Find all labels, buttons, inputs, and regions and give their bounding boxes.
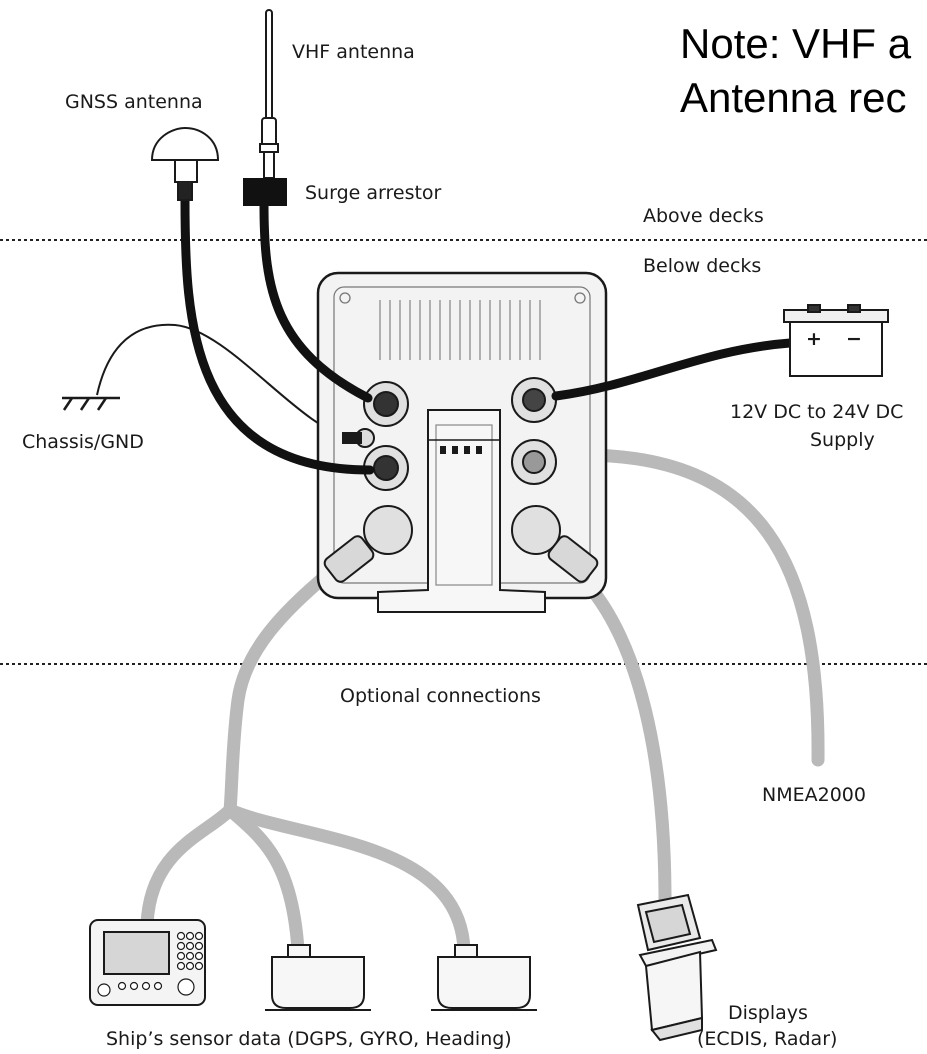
sensor-module-2 xyxy=(431,944,537,1011)
note-line-2: Antenna rec xyxy=(680,74,907,121)
battery xyxy=(783,304,889,377)
optional-cables xyxy=(140,448,825,957)
bracket-teeth xyxy=(440,446,482,454)
above-decks-label: Above decks xyxy=(643,205,764,227)
vhf-antenna xyxy=(259,9,279,179)
chassis-gnd-label: Chassis/GND xyxy=(22,431,144,453)
nmea2000-connector xyxy=(511,439,557,485)
mounting-bracket xyxy=(377,409,546,613)
ground-symbol xyxy=(62,396,120,411)
supply-label-line-1: 12V DC to 24V DC xyxy=(730,401,903,423)
note-line-1: Note: VHF a xyxy=(680,20,912,67)
battery-plus-label: + xyxy=(806,328,822,350)
ground-wire xyxy=(96,323,353,439)
vhf-antenna-label: VHF antenna xyxy=(292,41,415,63)
surge-arrestor xyxy=(243,178,287,206)
unit-connectors xyxy=(323,377,599,583)
nmea2000-label: NMEA2000 xyxy=(762,784,866,806)
sensor-trunk-cable xyxy=(223,567,335,817)
surge-arrestor-label: Surge arrestor xyxy=(305,182,442,204)
ground-stud xyxy=(342,428,375,448)
display-console xyxy=(636,893,718,1042)
vhf-connector xyxy=(363,381,409,427)
sensor-cable-to-transponder xyxy=(140,803,237,932)
display-cable xyxy=(575,571,672,907)
nmea2000-cable xyxy=(575,448,825,767)
gnss-antenna xyxy=(150,126,220,201)
battery-minus-label: − xyxy=(846,328,862,350)
gnss-cable xyxy=(180,195,375,475)
cooling-fins xyxy=(379,300,541,360)
power-connector xyxy=(511,377,557,423)
sensor-data-connector xyxy=(323,505,413,583)
supply-label-line-2: Supply xyxy=(810,429,875,451)
gnss-antenna-label: GNSS antenna xyxy=(65,91,203,113)
displays-label-line-2: (ECDIS, Radar) xyxy=(697,1028,837,1050)
sensor-module-1 xyxy=(265,944,371,1011)
below-decks-label: Below decks xyxy=(643,255,761,277)
sensor-cable-to-sensor-3 xyxy=(223,803,471,957)
ship-sensor-data-label: Ship’s sensor data (DGPS, GYRO, Heading) xyxy=(106,1028,512,1050)
optional-connections-label: Optional connections xyxy=(340,685,541,707)
antenna-cables xyxy=(180,195,795,475)
ais-display-unit xyxy=(89,919,206,1006)
vhf-cable xyxy=(259,200,373,403)
power-cable xyxy=(551,338,795,401)
displays-label-line-1: Displays xyxy=(728,1002,808,1024)
display-connector xyxy=(511,505,599,583)
